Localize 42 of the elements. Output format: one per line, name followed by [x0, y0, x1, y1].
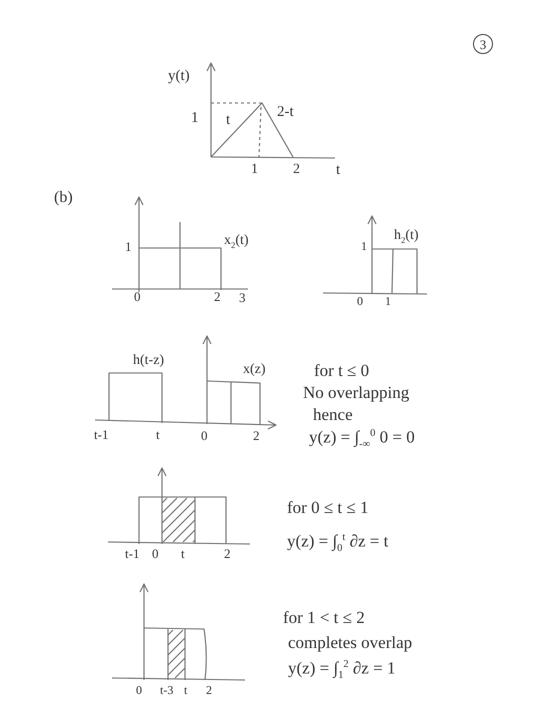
note-text: No overlapping [303, 384, 410, 403]
tick-label: 0 [136, 684, 142, 698]
note-text: hence [313, 406, 353, 425]
equation: y(z) = ∫$_{1}$$^{2}$ ∂z = 1 [288, 659, 396, 682]
tick-label: t [184, 684, 188, 698]
tick-label: t [156, 428, 160, 442]
slope-label: 2-t [277, 104, 294, 120]
tick-label: 2 [206, 684, 212, 698]
function-label: h(t-z) [133, 353, 164, 368]
tick-label: t-3 [160, 684, 174, 698]
equation: y(z) = ∫$_{-∞}$$^{0}$ 0 = 0 [309, 428, 415, 451]
axis-label: y(t) [168, 68, 190, 84]
function-label: x$_{2}$(t) [224, 233, 249, 250]
tick-label: t-1 [125, 547, 140, 562]
tick-label: t [181, 547, 185, 562]
tick-label: 0 [152, 547, 158, 562]
tick-label: t-1 [94, 428, 108, 442]
tick-label: 0 [357, 295, 363, 308]
axis-label: t [336, 162, 340, 178]
part-label: (b) [54, 189, 73, 207]
tick-label: 1 [251, 162, 258, 178]
tick-label: 2 [224, 547, 230, 562]
slope-label: t [226, 112, 230, 128]
tick-label: 1 [385, 295, 391, 308]
function-label: x(z) [243, 362, 266, 378]
tick-label: 2 [253, 429, 260, 444]
tick-label: 0 [134, 290, 140, 304]
tick-label: 1 [125, 240, 132, 254]
tick-label: 2 [293, 162, 300, 178]
tick-label: 1 [361, 240, 367, 254]
condition-text: for 1 < t ≤ 2 [283, 609, 365, 628]
function-label: h$_{2}$(t) [394, 228, 419, 246]
tick-label: 2 [214, 290, 220, 304]
condition-text: for 0 ≤ t ≤ 1 [287, 499, 368, 518]
equation: y(z) = ∫$_{0}$$^{t}$ ∂z = t [287, 532, 388, 555]
note-text: completes overlap [288, 634, 412, 653]
page-number: 3 [480, 38, 486, 50]
page-number-circle [473, 34, 493, 54]
tick-label: 1 [191, 110, 198, 126]
tick-label: 3 [239, 291, 246, 306]
condition-text: for t ≤ 0 [314, 362, 370, 381]
tick-label: 0 [201, 429, 208, 444]
